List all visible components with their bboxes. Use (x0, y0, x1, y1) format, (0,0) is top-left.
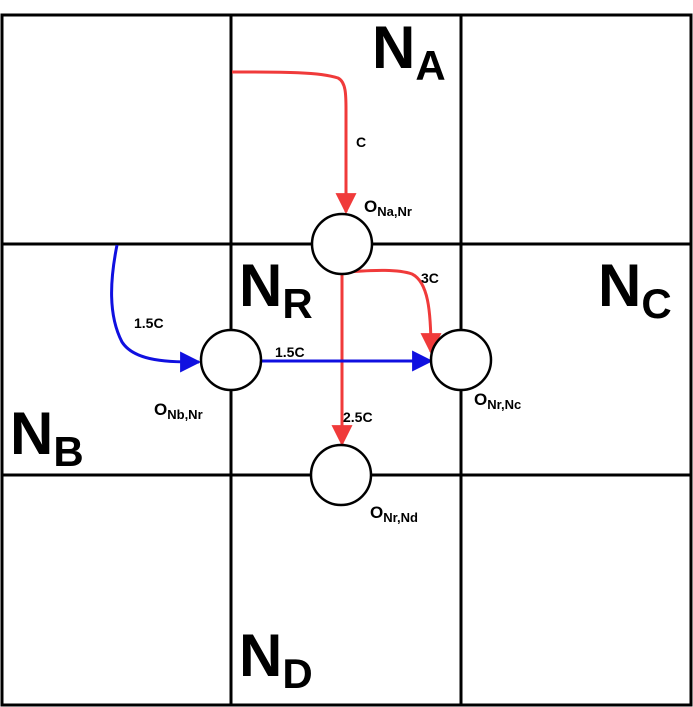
red-flows (231, 70, 442, 447)
edge-label-r-to-c: 3C (421, 270, 439, 286)
node-label-r: NR (239, 252, 313, 327)
port-nb-nr (199, 328, 263, 392)
grid-border (0, 13, 693, 707)
port-nr-nc (429, 328, 493, 392)
edge-label-r-to-d: 2.5C (343, 409, 373, 425)
port-label-na-nr: ONa,Nr (364, 197, 412, 219)
port-label-nb-nr: ONb,Nr (154, 400, 203, 422)
flow-b-to-port (110, 244, 202, 373)
flow-r-to-c (343, 268, 442, 355)
edge-label-b-to-c: 1.5C (275, 344, 305, 360)
ports (199, 212, 493, 507)
node-label-c: NC (598, 252, 672, 327)
node-label-a: NA (372, 14, 446, 89)
port-nr-nd (309, 443, 373, 507)
flow-a-to-port (231, 70, 357, 215)
edge-label-a-to-port: C (356, 134, 366, 150)
port-na-nr (310, 212, 374, 276)
node-label-d: ND (239, 622, 313, 697)
port-label-nr-nd: ONr,Nd (370, 503, 418, 525)
port-label-nr-nc: ONr,Nc (474, 390, 521, 412)
blue-flows (110, 244, 434, 373)
edge-label-b-to-port: 1.5C (134, 315, 164, 331)
grid-lines (0, 13, 693, 707)
node-label-b: NB (10, 400, 84, 475)
